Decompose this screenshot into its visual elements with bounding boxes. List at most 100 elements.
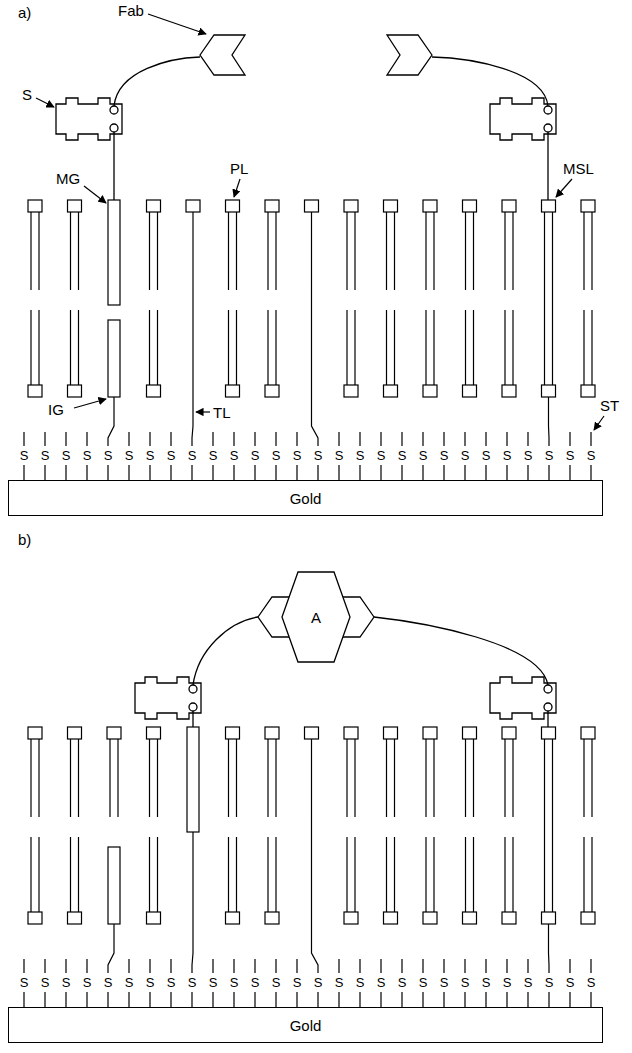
- thiol-tick: [128, 432, 129, 446]
- thiol-tick: [212, 465, 213, 480]
- lipid-head: [463, 385, 477, 397]
- thiol-tick: [275, 465, 276, 480]
- thiol-label: S: [251, 975, 260, 990]
- lipid-tail: [38, 310, 39, 385]
- thiol-label: S: [20, 448, 29, 463]
- thiol-label: S: [398, 448, 407, 463]
- lipid-tail: [311, 212, 312, 290]
- lipid-head: [542, 385, 556, 397]
- thiol-label: S: [83, 448, 92, 463]
- lipid-head: [68, 385, 82, 397]
- lipid-head: [28, 385, 42, 397]
- lipid-head: [344, 912, 358, 924]
- lipid-tail: [504, 837, 505, 912]
- thiol-label: S: [503, 975, 512, 990]
- part-label: IG: [48, 401, 64, 418]
- lipid-head: [463, 200, 477, 212]
- lipid-tail: [78, 212, 79, 290]
- lipid-tail: [473, 310, 474, 385]
- thiol-tick: [212, 992, 213, 1007]
- thiol-tick: [65, 992, 66, 1007]
- thiol-tick: [44, 959, 45, 973]
- linker-curve: [114, 57, 200, 106]
- thiol-tick: [590, 465, 591, 480]
- thiol-tick: [590, 959, 591, 973]
- lipid-head: [542, 727, 556, 739]
- lipid-head: [265, 200, 279, 212]
- lipid-tail: [30, 310, 31, 385]
- lipid-tail: [425, 212, 426, 290]
- thiol-tick: [359, 959, 360, 973]
- lipid-head: [226, 200, 240, 212]
- lipid-tail: [512, 837, 513, 912]
- lipid-head: [423, 912, 437, 924]
- thiol-tick: [590, 992, 591, 1007]
- lipid-tail: [354, 837, 355, 912]
- thiol-label: S: [272, 448, 281, 463]
- thiol-tick: [464, 959, 465, 973]
- thiol-tick: [338, 432, 339, 446]
- thiol-tick: [443, 432, 444, 446]
- leader-line: [556, 179, 572, 197]
- tether-line: [108, 397, 114, 446]
- lipid-head: [502, 727, 516, 739]
- thiol-tick: [170, 465, 171, 480]
- thiol-tick: [65, 432, 66, 446]
- lipid-tail: [425, 739, 426, 817]
- lipid-tail: [425, 837, 426, 912]
- biotin-dot: [189, 685, 197, 693]
- panel-a-proteins: [56, 35, 556, 200]
- lipid-tail: [512, 310, 513, 385]
- lipid-head: [581, 200, 595, 212]
- lipid-tail: [78, 310, 79, 385]
- lipid-tail: [157, 837, 158, 912]
- thiol-label: S: [146, 448, 155, 463]
- biotin-dot: [544, 106, 552, 114]
- lipid-tail: [149, 212, 150, 290]
- lipid-tail: [30, 739, 31, 817]
- lipid-tail: [70, 739, 71, 817]
- lipid-head: [384, 385, 398, 397]
- lipid-tail: [149, 310, 150, 385]
- thiol-tick: [44, 465, 45, 480]
- leader-line: [84, 186, 106, 203]
- thiol-label: S: [314, 975, 323, 990]
- thiol-tick: [86, 959, 87, 973]
- lipid-head: [305, 727, 319, 739]
- thiol-tick: [128, 992, 129, 1007]
- streptavidin-shape: [56, 98, 122, 140]
- lipid-tail: [236, 310, 237, 385]
- panel-label: b): [18, 531, 31, 548]
- tether-line: [312, 817, 319, 973]
- thiol-label: S: [566, 448, 575, 463]
- lipid-tail: [78, 837, 79, 912]
- lipid-head: [28, 200, 42, 212]
- thiol-label: S: [356, 448, 365, 463]
- lipid-tail: [394, 212, 395, 290]
- lipid-tail: [504, 212, 505, 290]
- thiol-label: S: [335, 448, 344, 463]
- lipid-head: [463, 727, 477, 739]
- part-label: TL: [213, 404, 231, 421]
- part-label: MG: [56, 170, 80, 187]
- thiol-tick: [443, 992, 444, 1007]
- thiol-label: S: [440, 975, 449, 990]
- thiol-tick: [296, 992, 297, 1007]
- node-text: A: [311, 609, 321, 626]
- thiol-tick: [107, 465, 108, 480]
- thiol-tick: [275, 432, 276, 446]
- thiol-tick: [128, 465, 129, 480]
- lipid-tail: [512, 739, 513, 817]
- streptavidin-shape: [490, 98, 556, 140]
- biotin-dot: [544, 685, 552, 693]
- thiol-tick: [44, 432, 45, 446]
- thiol-tick: [506, 432, 507, 446]
- thiol-label: S: [587, 448, 596, 463]
- thiol-label: S: [251, 448, 260, 463]
- lipid-tail: [591, 739, 592, 817]
- thiol-tick: [212, 432, 213, 446]
- gold-substrate: Gold: [8, 1007, 603, 1043]
- lipid-tail: [465, 837, 466, 912]
- thiol-label: S: [419, 448, 428, 463]
